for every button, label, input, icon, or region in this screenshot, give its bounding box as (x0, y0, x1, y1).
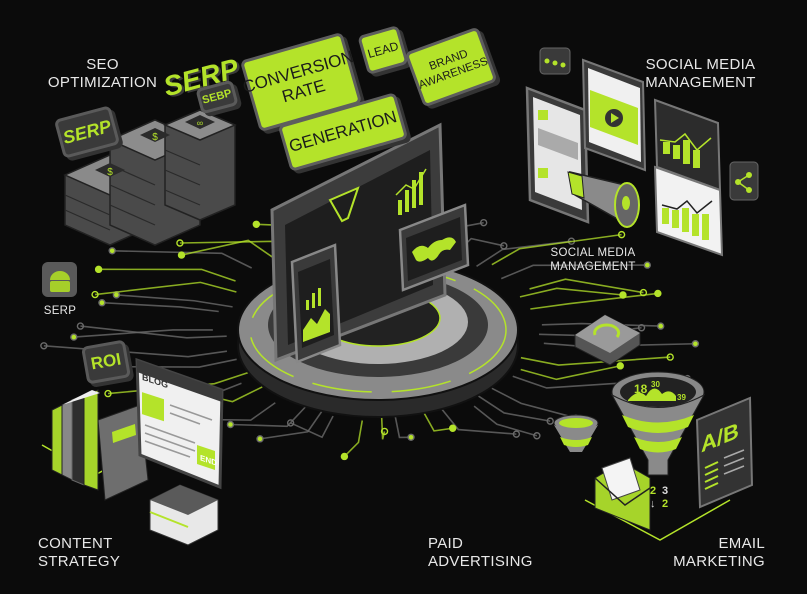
circuit-node (94, 265, 103, 274)
circuit-node (256, 435, 264, 443)
circuit-trace (116, 294, 233, 308)
circuit-node (691, 340, 700, 348)
circuit-node (643, 261, 652, 269)
circuit-node (533, 432, 541, 440)
circuit-trace (491, 233, 622, 266)
circuit-node (616, 362, 624, 370)
circuit-trace (290, 415, 334, 439)
circuit-trace (519, 287, 624, 298)
circuit-node (226, 420, 235, 429)
funnel-value: 39 (677, 393, 686, 402)
dashboard-monitor (270, 122, 470, 364)
roi-bubble: ROI (81, 339, 131, 385)
circuit-trace (520, 365, 621, 381)
blog-window (135, 357, 224, 546)
circuit-trace (520, 356, 671, 366)
circuit-node (448, 424, 457, 432)
serp-icon-label: SERP (43, 305, 77, 317)
social-media-label-top: SOCIAL MEDIA MANAGEMENT (645, 56, 756, 91)
circuit-trace (473, 405, 538, 437)
circuit-node (340, 452, 349, 461)
content-strategy-label: CONTENT STRATEGY (38, 535, 121, 570)
circuit-trace (541, 322, 661, 327)
chat-bubble-icon (539, 47, 571, 75)
server-stack: $ $ ∞ (63, 109, 237, 246)
gadget-device (574, 314, 641, 366)
circuit-trace (80, 325, 227, 339)
link-icon: ∞ (197, 118, 203, 128)
circuit-node (512, 430, 521, 438)
ab-test-tablet (695, 396, 754, 509)
megaphone-icon (567, 170, 640, 228)
circuit-trace (112, 358, 237, 368)
circuit-trace (394, 415, 412, 439)
circuit-trace (101, 301, 219, 313)
circuit-node (104, 389, 112, 398)
share-icon (729, 161, 759, 201)
circuit-trace (94, 281, 237, 296)
circuit-node (91, 290, 99, 299)
small-funnel-icon (553, 414, 599, 452)
circuit-node (252, 220, 261, 228)
envelope-icon (594, 457, 651, 531)
circuit-node (546, 417, 554, 425)
circuit-node (380, 427, 389, 436)
circuit-node (407, 433, 415, 442)
circuit-node (286, 419, 295, 427)
circuit-node (479, 218, 488, 227)
step-number: 2 (662, 498, 669, 510)
circuit-trace (230, 406, 307, 428)
circuit-trace (441, 408, 517, 435)
circuit-trace (181, 239, 274, 259)
funnel-icon (328, 186, 360, 223)
step-number: 3 (662, 485, 669, 497)
circuit-trace (259, 410, 323, 440)
funnel-value: 30 (651, 380, 660, 389)
circuit-node (70, 333, 78, 341)
circuit-trace (112, 249, 253, 269)
circuit-node (666, 353, 674, 361)
circuit-trace (43, 344, 228, 358)
circuit-node (177, 251, 186, 259)
email-marketing-label: EMAIL MARKETING (673, 535, 765, 570)
large-funnel-icon (610, 371, 706, 476)
dollar-icon: $ (107, 167, 113, 178)
social-media-label-mid: SOCIAL MEDIA MANAGEMENT (550, 247, 636, 273)
circuit-node (98, 299, 106, 307)
circuit-trace (73, 329, 213, 338)
circuit-trace (500, 264, 648, 280)
email-marketing-group (553, 371, 754, 541)
circuit-node (76, 322, 85, 330)
circuit-node (617, 230, 626, 239)
step-arrow: ↓ (650, 498, 656, 510)
circuit-trace (343, 420, 364, 458)
circuit-node (654, 289, 662, 298)
social-media-devices (525, 47, 759, 257)
circuit-trace (421, 409, 453, 432)
world-map-icon (412, 237, 456, 262)
circuit-trace (98, 268, 236, 282)
circuit-node (108, 247, 116, 255)
circuit-node (40, 342, 48, 350)
dollar-icon: $ (152, 132, 158, 143)
circuit-trace (529, 278, 644, 294)
funnel-value: 18 (634, 382, 648, 396)
seo-optimization-label: SEO OPTIMIZATION (47, 56, 158, 91)
books (41, 389, 151, 501)
circuit-trace (478, 395, 551, 422)
circuit-node (176, 239, 184, 247)
circuit-node (656, 322, 665, 330)
android-icon (42, 262, 77, 297)
circuit-trace (530, 292, 658, 310)
step-number: 2 (650, 485, 657, 497)
circuit-trace (491, 387, 577, 419)
paid-advertising-label: PAID ADVERTISING (428, 535, 533, 570)
